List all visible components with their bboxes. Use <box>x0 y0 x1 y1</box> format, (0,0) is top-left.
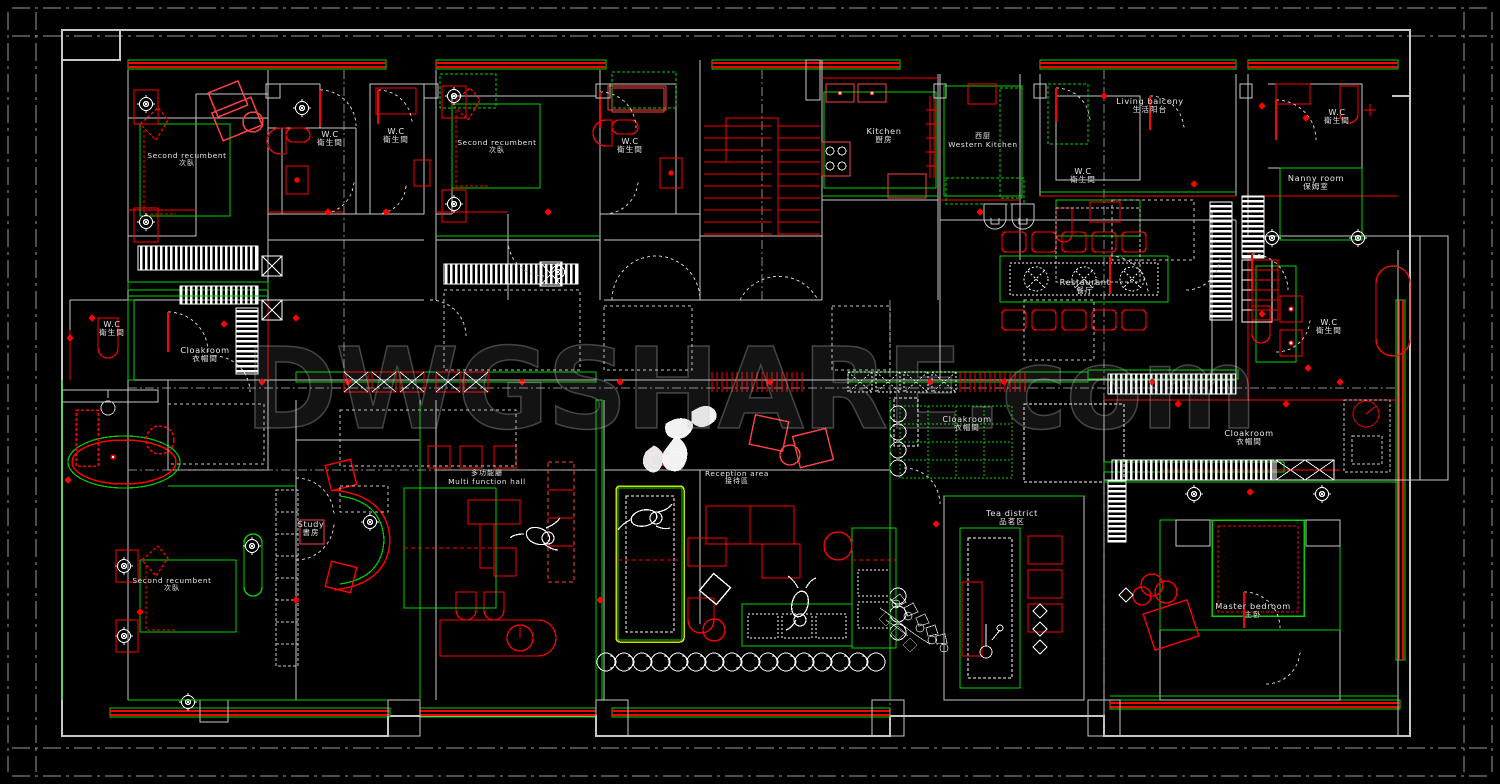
planning-dashed-zones <box>167 199 1195 513</box>
study-furniture <box>299 458 391 594</box>
bottom-circle-row <box>596 652 886 672</box>
structural-columns <box>199 59 1253 737</box>
central-table-inner <box>617 487 683 641</box>
master-nightstands <box>1175 519 1341 547</box>
facade-band-bottom <box>109 699 1401 718</box>
reception-sofa-cushions <box>747 613 847 639</box>
master-side-furniture <box>1118 573 1200 652</box>
central-table-dash <box>625 495 675 633</box>
study-bookshelf <box>275 489 299 667</box>
nanny-stair <box>1251 259 1279 321</box>
wardrobe-hatching <box>137 195 1275 543</box>
master-wardrobe-right <box>1343 399 1391 473</box>
kitchen-fixtures <box>821 83 997 199</box>
balcony-green-edge <box>439 71 1089 145</box>
green-skirting <box>61 191 1398 701</box>
dining-table <box>999 255 1169 303</box>
dining-table-inner <box>1009 262 1159 296</box>
furniture-bedroom-1 <box>133 79 431 243</box>
door-swings <box>167 87 1317 685</box>
cloakroom-dashed-box <box>893 397 1125 483</box>
dining-chairs <box>1001 231 1147 331</box>
stair-arc <box>611 255 819 301</box>
plant-cluster <box>878 593 949 653</box>
furniture-bedroom-3 <box>115 545 176 653</box>
kitchen-red-slats <box>926 96 938 178</box>
master-bed-quilt <box>1217 525 1299 613</box>
bathtub-left <box>67 409 181 489</box>
axis-grid-frame <box>7 7 1493 777</box>
tea-district-furniture <box>959 527 1063 689</box>
facade-band-top <box>127 59 1399 70</box>
basin-pair <box>983 203 1035 230</box>
staircase <box>704 117 820 236</box>
central-table <box>615 485 685 643</box>
study-desk-lower <box>439 591 557 657</box>
cloakroom-grid <box>899 405 1013 479</box>
human-figures <box>509 406 817 631</box>
master-bed <box>1211 519 1305 617</box>
bathroom-fixtures <box>97 83 1411 359</box>
wardrobe-x-marks <box>261 255 1335 481</box>
multifunction-furniture <box>403 445 575 609</box>
